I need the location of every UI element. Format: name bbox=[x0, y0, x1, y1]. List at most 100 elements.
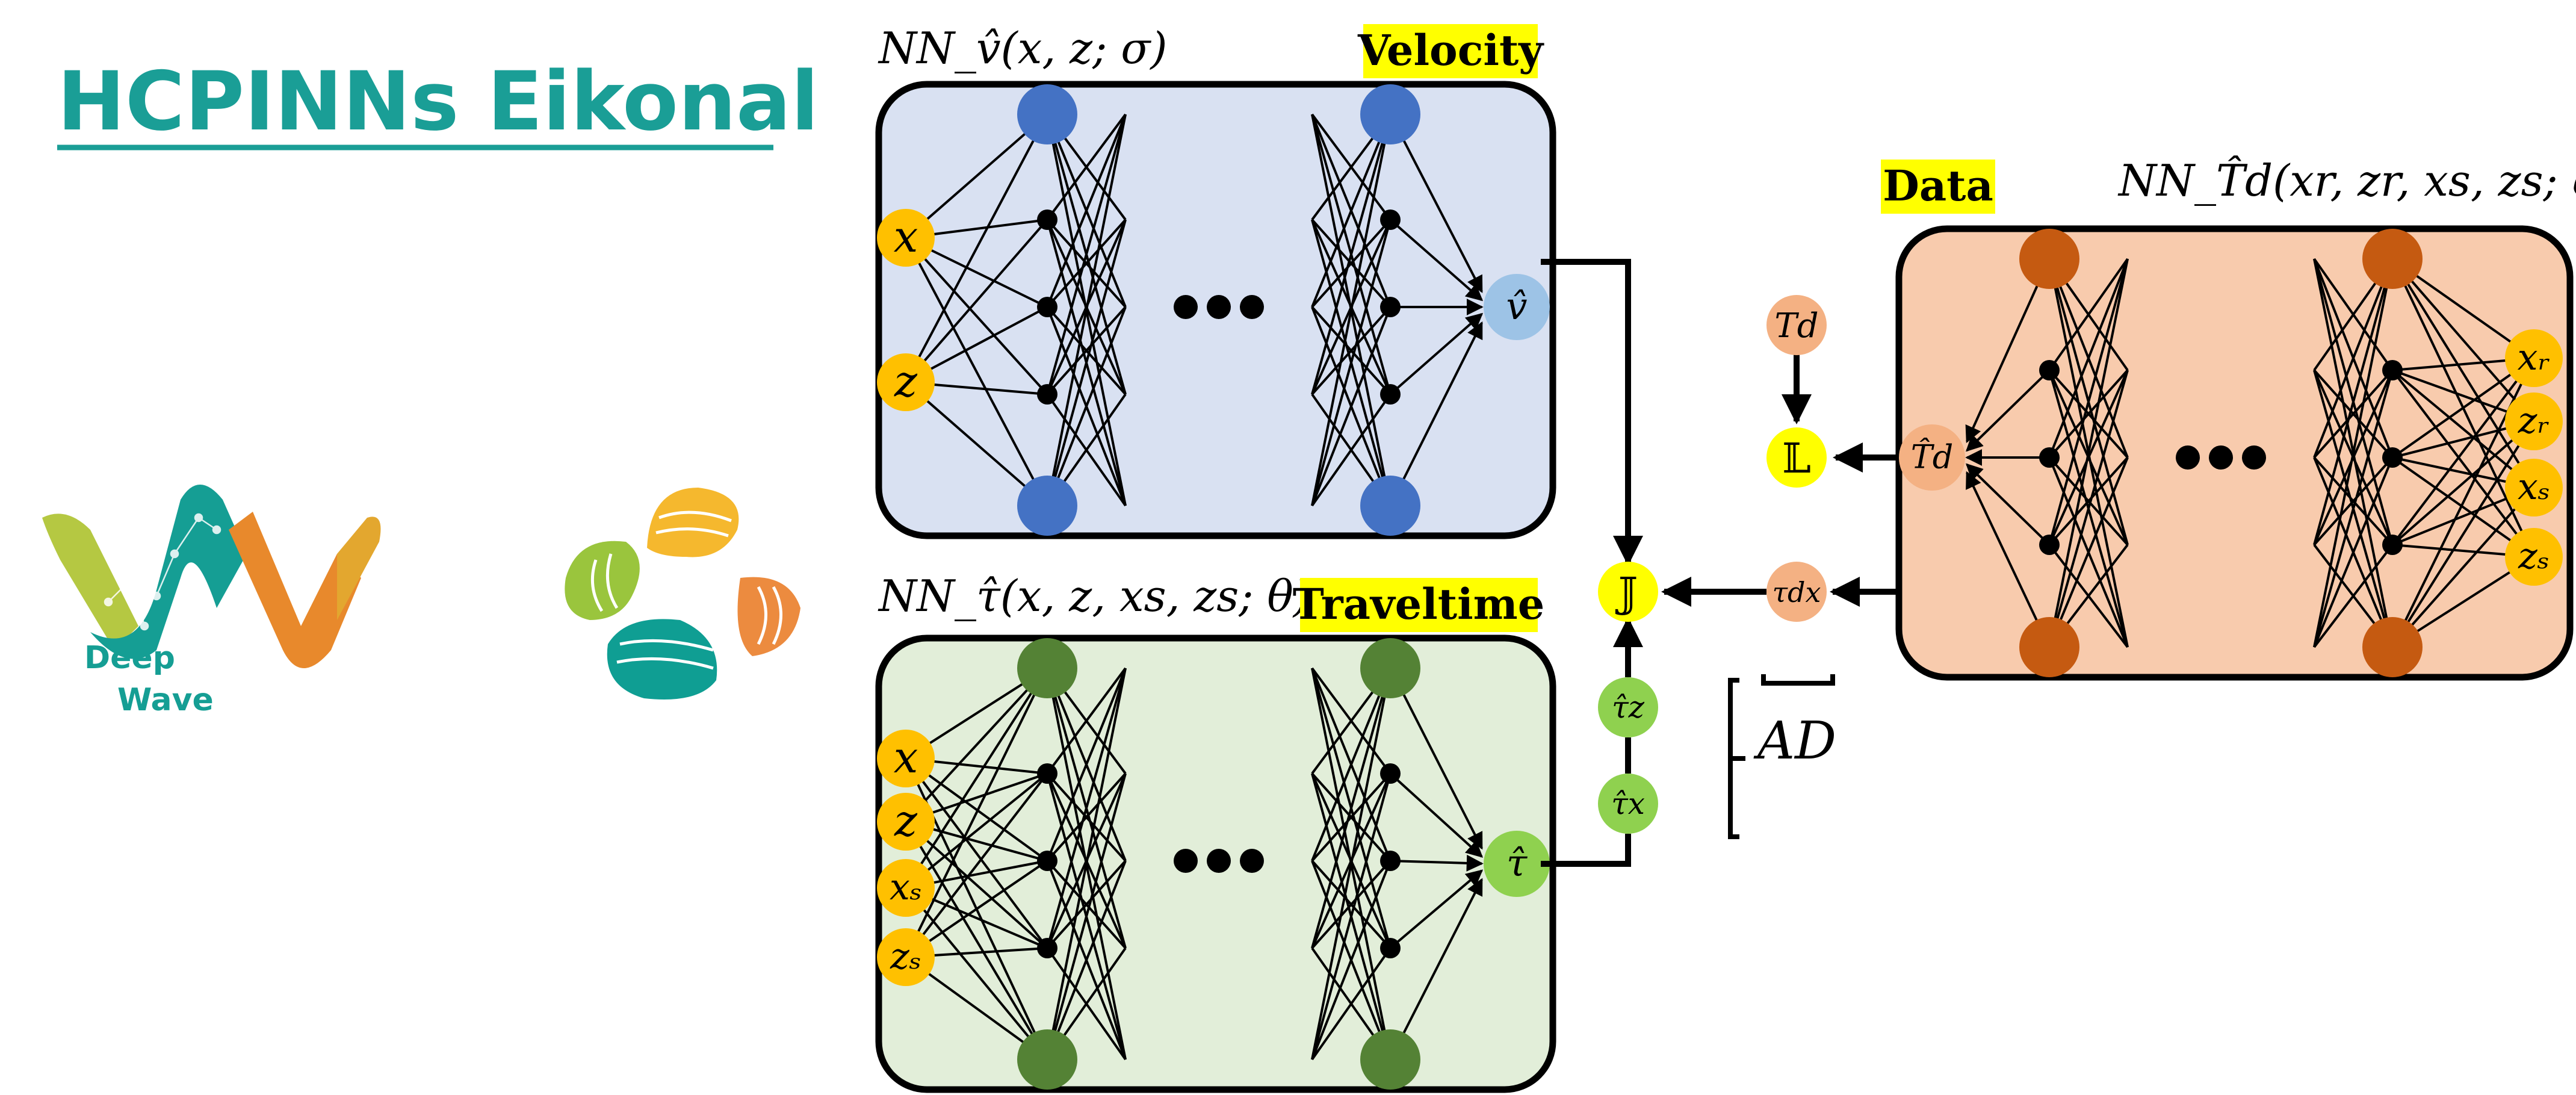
traveltime-to-taux-connector bbox=[1541, 834, 1631, 867]
traveltime-hidden-node-l2-1 bbox=[1380, 851, 1401, 871]
data-ellipsis-1 bbox=[2209, 445, 2233, 470]
velocity-ellipsis-0 bbox=[1174, 295, 1198, 319]
velocity-edge-out-3 bbox=[1389, 312, 1484, 396]
traveltime-input-label-1: z bbox=[894, 795, 918, 846]
traveltime-edge-in-2-1 bbox=[905, 772, 1048, 889]
velocity-edge-l2-3-2 bbox=[1311, 306, 1392, 396]
traveltime-edge-l1-4-1 bbox=[1046, 773, 1127, 1060]
velocity-hidden-node-l2-0 bbox=[1380, 209, 1401, 230]
data-hidden-node-l2-2 bbox=[2039, 535, 2060, 555]
data-edge-in-2-0 bbox=[2391, 258, 2535, 489]
tau-z-node-label: τ̂z bbox=[1612, 690, 1645, 725]
traveltime-edge-l2-3-2 bbox=[1311, 860, 1392, 949]
data-input-label-3: zₛ bbox=[2518, 535, 2550, 577]
velocity-nodes: v̂xz bbox=[877, 84, 1550, 536]
velocity-output-label: v̂ bbox=[1506, 284, 1527, 328]
data-edge-l1-3-2 bbox=[2313, 456, 2394, 546]
data-edge-l1-4-2 bbox=[2313, 457, 2394, 648]
traveltime-edge-l1-4-0 bbox=[1046, 668, 1127, 1060]
velocity-hidden-node-l2-2 bbox=[1380, 384, 1401, 405]
velocity-hidden-node-l1-0 bbox=[1037, 209, 1057, 230]
tau-x-node: τ̂x bbox=[1598, 774, 1658, 834]
traveltime-edge-l2-1-0 bbox=[1311, 667, 1392, 775]
traveltime-edge-in-1-3 bbox=[905, 820, 1048, 949]
data-edge-in-2-1 bbox=[2391, 369, 2535, 489]
data-ellipsis-0 bbox=[2176, 445, 2200, 470]
tau-dx-node-circle bbox=[1766, 562, 1827, 622]
data-edge-out-0 bbox=[1965, 258, 2051, 444]
data-hidden-node-l2-1 bbox=[2039, 447, 2060, 468]
traveltime-ellipsis-2 bbox=[1240, 849, 1264, 873]
traveltime-edge-out-3 bbox=[1389, 869, 1484, 949]
ad-label: AD bbox=[1753, 711, 1836, 771]
velocity-edge-l2-2-0 bbox=[1311, 114, 1392, 308]
velocity-edges bbox=[905, 113, 1484, 507]
velocity-network: NN_v̂(x, z; σ) Velocity v̂xz bbox=[875, 23, 1556, 539]
ad-bracket bbox=[1728, 674, 1835, 839]
data-edge-l2-4-1 bbox=[2048, 370, 2129, 648]
velocity-input-label-1: z bbox=[894, 356, 918, 406]
data-edge-out-4 bbox=[1966, 471, 2051, 648]
traveltime-input-label-0: x bbox=[894, 732, 918, 783]
traveltime-edge-out-1 bbox=[1389, 772, 1484, 858]
velocity-edge-in-0-4 bbox=[905, 237, 1048, 506]
traveltime-edge-in-3-0 bbox=[905, 668, 1048, 958]
traveltime-big-node-l1-1 bbox=[1017, 1029, 1077, 1090]
traveltime-edge-l2-4-0 bbox=[1311, 668, 1392, 1060]
kaust-logo-icon bbox=[565, 488, 800, 699]
tau-dx-node-label: τdx bbox=[1773, 576, 1821, 609]
traveltime-edge-l1-3-0 bbox=[1046, 668, 1127, 949]
velocity-hidden-node-l1-2 bbox=[1037, 384, 1057, 405]
data-hidden-node-l1-0 bbox=[2382, 360, 2403, 380]
data-edge-l1-4-0 bbox=[2313, 258, 2394, 648]
traveltime-badge-bg bbox=[1300, 578, 1538, 632]
data-edge-l1-4-1 bbox=[2313, 370, 2394, 648]
data-big-node-l2-0 bbox=[2019, 229, 2079, 289]
velocity-edge-out-0 bbox=[1389, 114, 1483, 293]
velocity-network-label: NN_v̂(x, z; σ) bbox=[878, 23, 1167, 73]
traveltime-input-label-2: xₛ bbox=[890, 866, 922, 908]
velocity-edge-l2-4-0 bbox=[1311, 114, 1392, 506]
data-edges bbox=[1965, 258, 2535, 648]
traveltime-edge-out-4 bbox=[1389, 878, 1483, 1060]
velocity-big-node-l1-1 bbox=[1017, 476, 1077, 536]
ad-top-bracket bbox=[1761, 674, 1835, 686]
data-edge-l2-4-0 bbox=[2048, 258, 2129, 648]
data-output-label: T̂d bbox=[1911, 437, 1954, 476]
loss-l-label: 𝕃 bbox=[1782, 435, 1811, 483]
data-network: NN_T̂d(xr, zr, xs, zs; φ) Data T̂dxᵣzᵣxₛ… bbox=[1881, 155, 2576, 681]
traveltime-edge-l2-4-1 bbox=[1311, 773, 1392, 1060]
data-edge-in-2-4 bbox=[2391, 486, 2535, 648]
velocity-big-node-l1-0 bbox=[1017, 84, 1077, 144]
data-edge-in-1-4 bbox=[2391, 420, 2535, 648]
velocity-edge-l2-4-1 bbox=[1311, 219, 1392, 506]
data-hidden-node-l2-0 bbox=[2039, 360, 2060, 380]
tau-x-node-circle bbox=[1598, 774, 1658, 834]
deepwave-logo-text-deep: Deep bbox=[84, 640, 175, 676]
loss-j: 𝕁 bbox=[1598, 562, 1658, 622]
traveltime-edges bbox=[905, 667, 1484, 1061]
traveltime-edge-out-0 bbox=[1389, 668, 1483, 850]
velocity-big-node-l2-0 bbox=[1360, 84, 1420, 144]
data-hidden-node-l1-2 bbox=[2382, 535, 2403, 555]
velocity-edge-l1-3-2 bbox=[1046, 306, 1127, 396]
traveltime-hidden-node-l1-1 bbox=[1037, 851, 1057, 871]
velocity-edge-l1-3-0 bbox=[1046, 114, 1127, 395]
traveltime-edge-out-2 bbox=[1390, 854, 1484, 872]
data-edge-l1-1-0 bbox=[2313, 258, 2394, 371]
traveltime-edge-l1-3-2 bbox=[1046, 860, 1127, 949]
tau-z-node-circle bbox=[1598, 677, 1658, 737]
traveltime-edge-in-2-4 bbox=[905, 887, 1048, 1061]
velocity-hidden-node-l1-1 bbox=[1037, 297, 1057, 317]
velocity-edge-l1-4-0 bbox=[1046, 114, 1127, 506]
traveltime-edge-l2-3-0 bbox=[1311, 668, 1392, 949]
traveltime-badge: Traveltime bbox=[1293, 579, 1545, 629]
data-input-node-0 bbox=[2505, 329, 2563, 387]
velocity-edge-l2-4-2 bbox=[1311, 306, 1392, 506]
data-edge-l2-2-1 bbox=[2048, 369, 2129, 459]
data-edge-l2-4-2 bbox=[2048, 457, 2129, 648]
data-box bbox=[1895, 225, 2574, 681]
